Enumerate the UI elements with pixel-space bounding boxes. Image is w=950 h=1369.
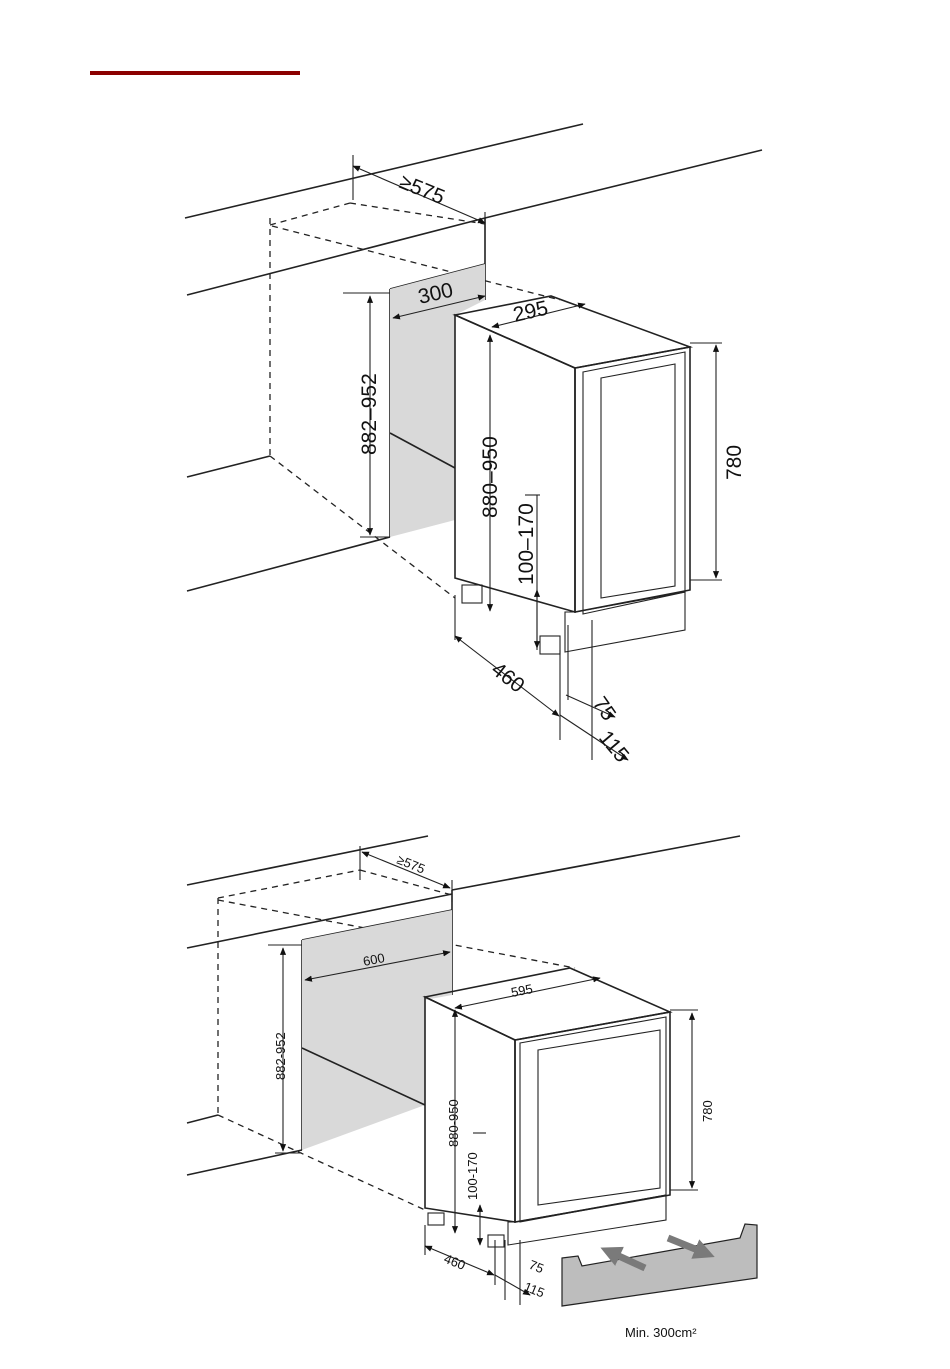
- top-label-unit-width: 295: [511, 297, 550, 327]
- top-diagram: ≥575 300 295 882–952 880–950 780 100–170…: [185, 124, 762, 767]
- top-label-door-height: 780: [723, 445, 746, 480]
- top-label-niche-height: 882–952: [358, 373, 381, 455]
- top-label-door-thickness: 75: [588, 693, 620, 725]
- bottom-unit-body: [425, 968, 670, 1247]
- vent-note: Min. 300cm²: [625, 1325, 697, 1340]
- bottom-label-unit-height: 880-950: [446, 1099, 461, 1147]
- bottom-label-door-offset: 115: [522, 1279, 547, 1301]
- vent-grille: Min. 300cm²: [562, 1224, 757, 1340]
- bottom-label-door-height: 780: [700, 1100, 715, 1122]
- top-label-door-offset: 115: [594, 726, 633, 766]
- bottom-label-unit-depth: 460: [442, 1251, 468, 1273]
- bottom-diagram: Min. 300cm² ≥575 600 595 88: [187, 836, 757, 1340]
- top-label-unit-depth: 460: [487, 658, 529, 698]
- bottom-label-feet: 100-170: [465, 1152, 480, 1200]
- bottom-label-niche-height: 882-952: [273, 1032, 288, 1080]
- top-label-unit-height: 880–950: [479, 436, 502, 518]
- top-label-feet: 100–170: [515, 503, 538, 585]
- bottom-label-niche-depth: ≥575: [395, 852, 427, 877]
- top-label-niche-depth: ≥575: [396, 170, 448, 209]
- bottom-label-unit-width: 595: [510, 981, 534, 1000]
- bottom-niche-wall: [302, 910, 452, 1150]
- bottom-label-door-thickness: 75: [527, 1257, 546, 1276]
